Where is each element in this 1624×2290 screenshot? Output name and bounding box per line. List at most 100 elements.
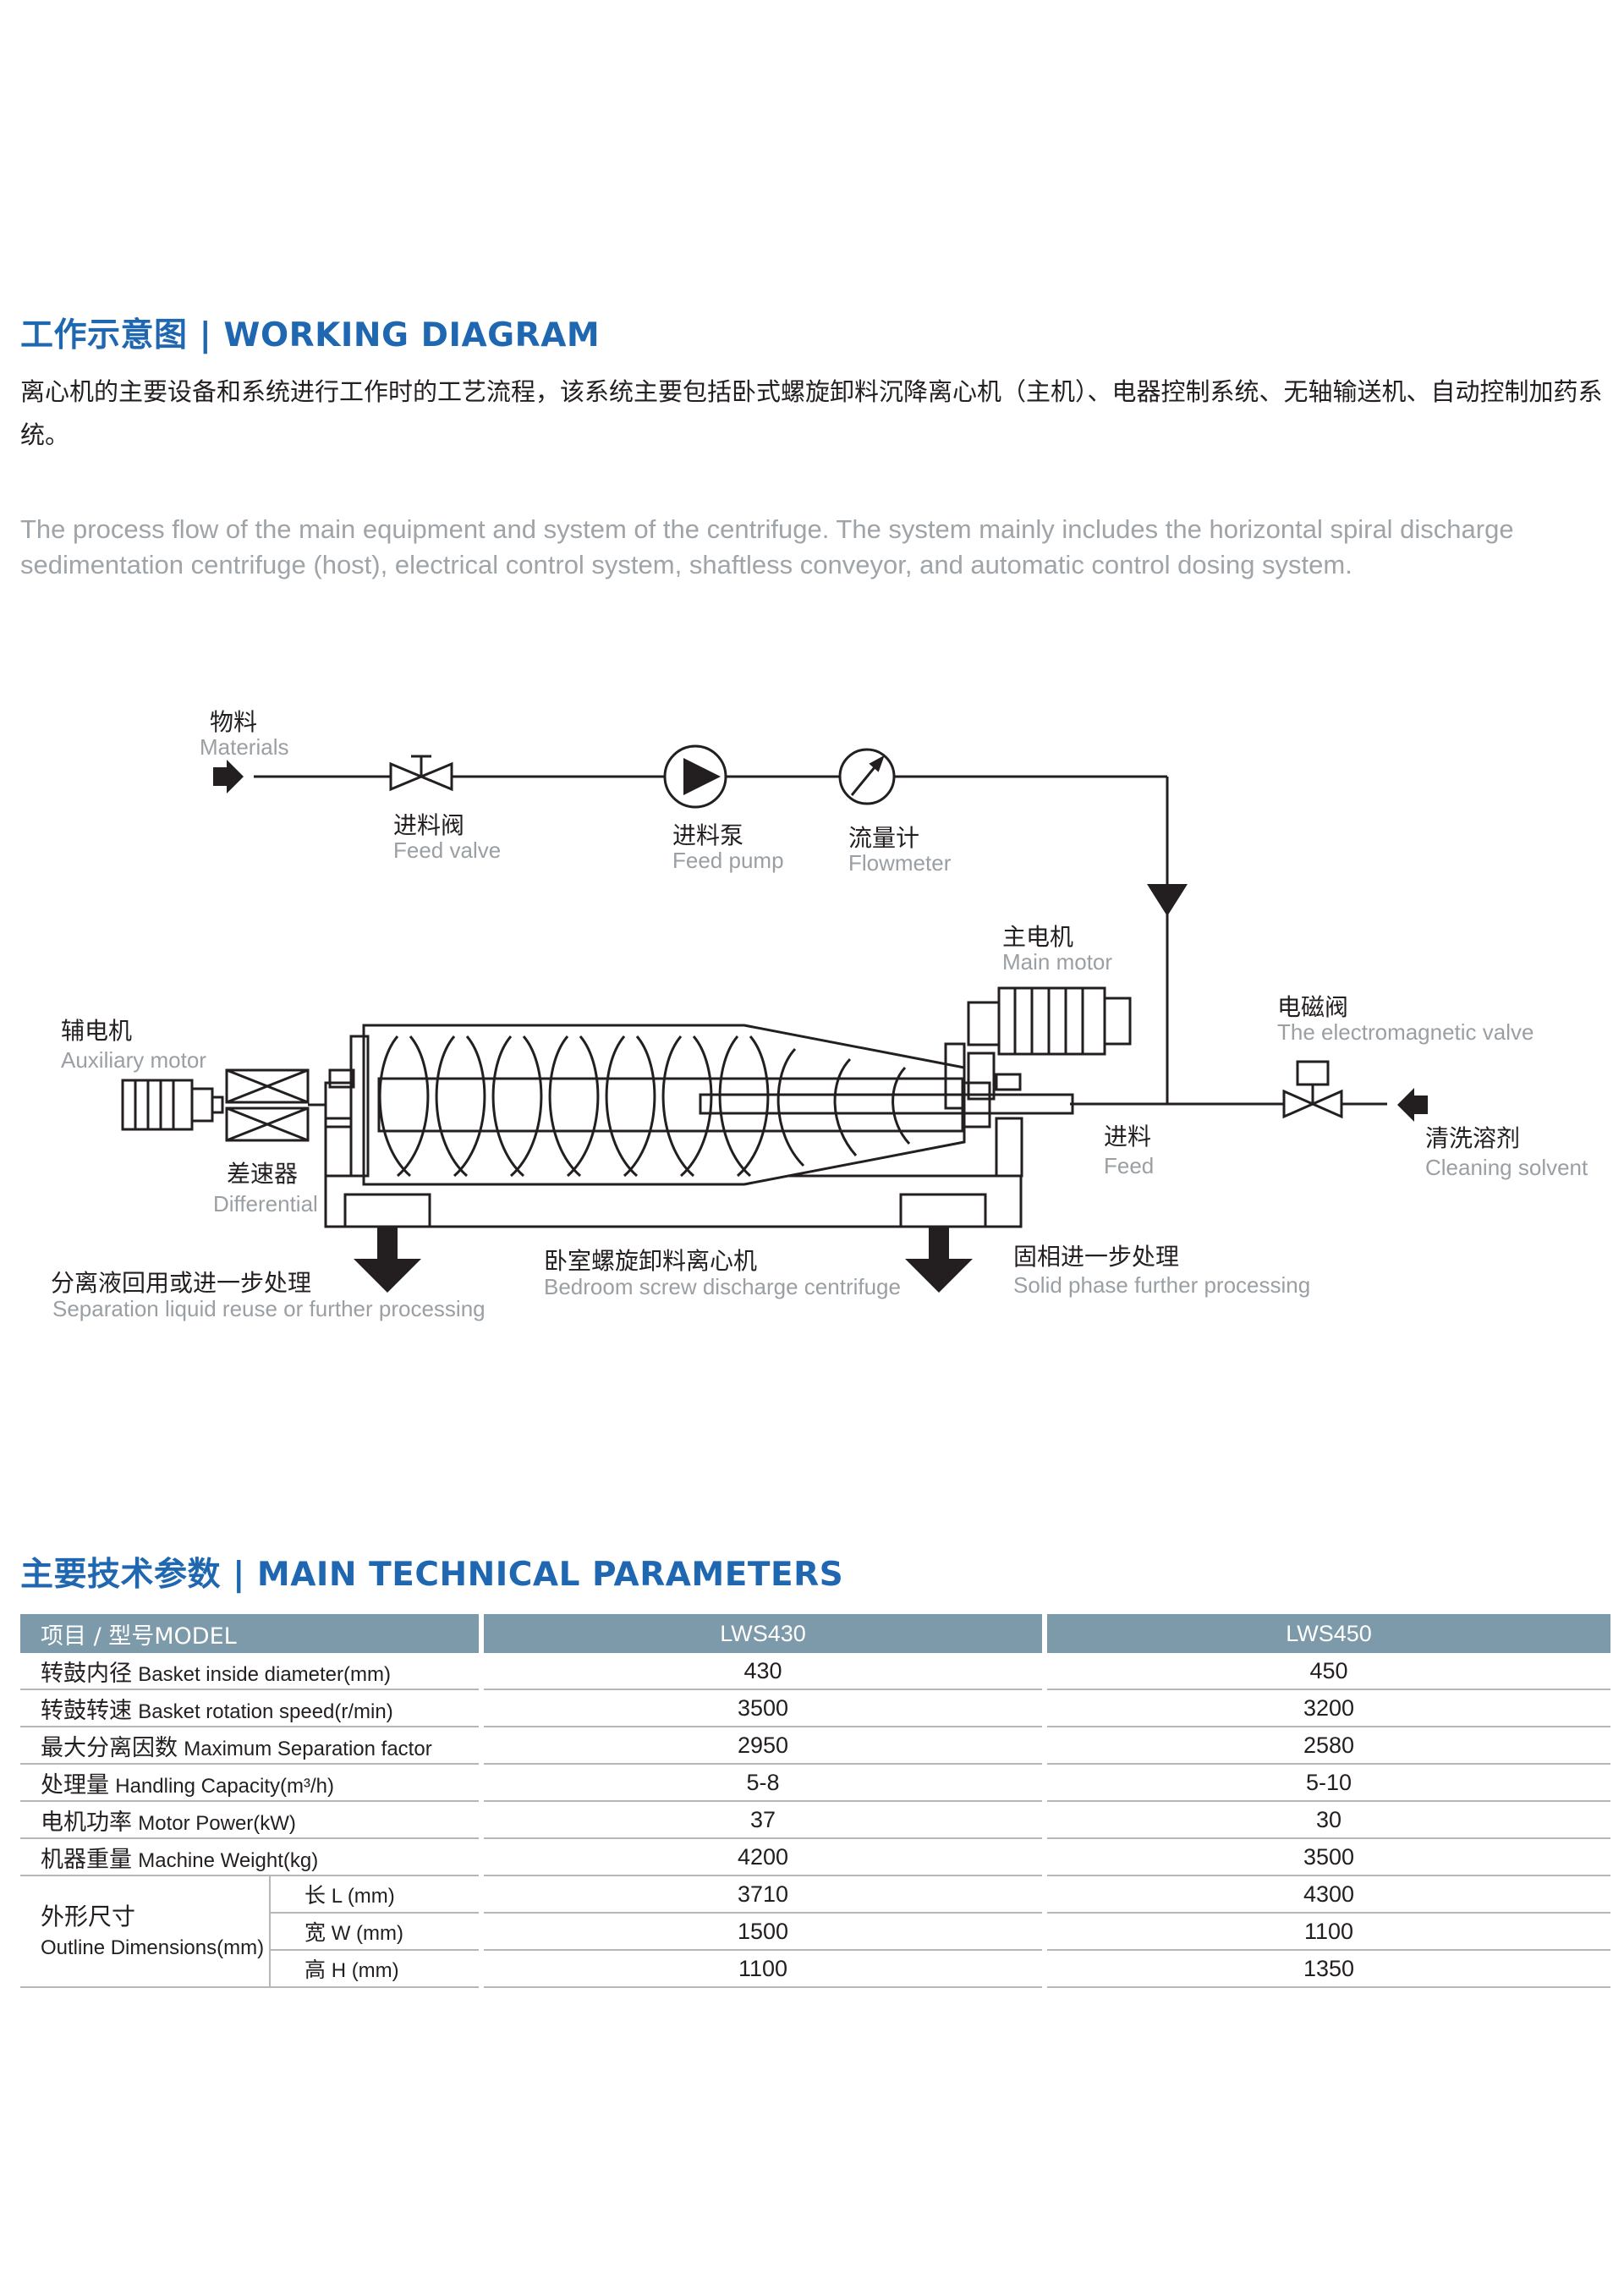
label-separation-en: Separation liquid reuse or further proce… xyxy=(52,1296,486,1321)
working-diagram-title: 工作示意图 | WORKING DIAGRAM xyxy=(20,309,600,356)
process-diagram: 物料 Materials 进料阀 Feed valve 进料泵 Feed pum… xyxy=(51,708,1588,1321)
table-row: 机器重量 Machine Weight(kg) 4200 3500 xyxy=(20,1838,1611,1876)
row-value-b: 30 xyxy=(1042,1801,1611,1839)
dimension-sub-label-en: W (mm) xyxy=(331,1922,403,1945)
working-diagram-title-en: WORKING DIAGRAM xyxy=(223,316,601,354)
separation-liquid-down-arrow-icon xyxy=(354,1227,421,1293)
table-row: 处理量 Handling Capacity(m³/h) 5-8 5-10 xyxy=(20,1764,1611,1802)
label-cleaning-cn: 清洗溶剂 xyxy=(1425,1124,1520,1152)
parameters-title-en: MAIN TECHNICAL PARAMETERS xyxy=(256,1556,844,1594)
label-differential-en: Differential xyxy=(213,1191,318,1216)
label-main-motor-cn: 主电机 xyxy=(1002,923,1073,951)
row-label-en: Motor Power(kW) xyxy=(138,1811,296,1835)
row-value-b: 3500 xyxy=(1042,1838,1611,1876)
label-flowmeter-en: Flowmeter xyxy=(848,850,952,876)
table-row: 电机功率 Motor Power(kW) 37 30 xyxy=(20,1801,1611,1839)
working-diagram-title-cn: 工作示意图 xyxy=(20,316,188,354)
dimension-sub-label: 宽 W (mm) xyxy=(268,1913,482,1951)
intro-text-en: The process flow of the main equipment a… xyxy=(20,514,1514,579)
row-value-a: 1100 xyxy=(479,1950,1045,1988)
row-value-a: 3710 xyxy=(479,1875,1045,1914)
row-label-cn: 机器重量 xyxy=(41,1846,132,1873)
label-cleaning-en: Cleaning solvent xyxy=(1425,1155,1588,1180)
title-separator: | xyxy=(199,316,212,354)
row-value-a: 3500 xyxy=(479,1689,1045,1727)
header-model-a: LWS430 xyxy=(479,1614,1045,1653)
dimension-sub-label-en: H (mm) xyxy=(331,1959,399,1982)
label-materials-cn: 物料 xyxy=(210,708,257,736)
row-label-en: Machine Weight(kg) xyxy=(138,1848,319,1872)
row-value-a: 430 xyxy=(479,1653,1045,1690)
electromagnetic-valve-icon xyxy=(1282,1060,1343,1119)
auxiliary-motor-icon xyxy=(121,1079,224,1131)
row-value-b: 1100 xyxy=(1042,1913,1611,1951)
differential-icon xyxy=(225,1068,326,1142)
row-label: 转鼓转速 Basket rotation speed(r/min) xyxy=(20,1689,482,1727)
main-motor-icon xyxy=(967,986,1132,1056)
screw-flights xyxy=(378,1035,911,1178)
label-feed-valve-cn: 进料阀 xyxy=(393,811,464,839)
dimension-sub-label-en: L (mm) xyxy=(331,1885,395,1908)
feed-valve-icon xyxy=(389,755,453,792)
row-label-en: Basket rotation speed(r/min) xyxy=(138,1700,393,1723)
header-model-b: LWS450 xyxy=(1042,1614,1611,1653)
row-value-a: 4200 xyxy=(479,1838,1045,1876)
label-main-motor-en: Main motor xyxy=(1002,949,1112,975)
label-feed-pump-en: Feed pump xyxy=(672,848,784,873)
feed-down-arrow-icon xyxy=(1147,884,1188,916)
parameters-title: 主要技术参数 | MAIN TECHNICAL PARAMETERS xyxy=(20,1548,843,1595)
row-value-b: 4300 xyxy=(1042,1875,1611,1914)
dimensions-label: 外形尺寸 Outline Dimensions(mm) xyxy=(20,1875,270,1988)
dimensions-label-en: Outline Dimensions(mm) xyxy=(41,1936,265,1959)
feed-pump-icon xyxy=(663,744,727,809)
intro-text-cn: 离心机的主要设备和系统进行工作时的工艺流程，该系统主要包括卧式螺旋卸料沉降离心机… xyxy=(20,377,1603,449)
label-flowmeter-cn: 流量计 xyxy=(848,824,919,852)
row-value-a: 37 xyxy=(479,1801,1045,1839)
label-feed-valve-en: Feed valve xyxy=(393,837,501,863)
flowmeter-icon xyxy=(838,748,896,805)
row-label-cn: 转鼓转速 xyxy=(41,1697,132,1724)
row-value-b: 450 xyxy=(1042,1653,1611,1690)
label-solid-en: Solid phase further processing xyxy=(1013,1272,1310,1298)
row-label-cn: 电机功率 xyxy=(41,1809,132,1836)
table-row-dimensions: 宽 W (mm) 1500 1100 xyxy=(20,1913,1611,1951)
table-row: 转鼓内径 Basket inside diameter(mm) 430 450 xyxy=(20,1653,1611,1690)
table-row: 转鼓转速 Basket rotation speed(r/min) 3500 3… xyxy=(20,1689,1611,1727)
dimension-sub-label-cn: 高 xyxy=(304,1958,326,1982)
label-solid-cn: 固相进一步处理 xyxy=(1013,1243,1179,1271)
row-label: 机器重量 Machine Weight(kg) xyxy=(20,1838,482,1876)
parameters-table: 项目 / 型号MODEL LWS430 LWS450 转鼓内径 Basket i… xyxy=(20,1614,1611,1988)
table-header-row: 项目 / 型号MODEL LWS430 LWS450 xyxy=(20,1614,1611,1653)
row-value-a: 1500 xyxy=(479,1913,1045,1951)
table-row-dimensions: 外形尺寸 Outline Dimensions(mm) 长 L (mm) 3710… xyxy=(20,1875,1611,1988)
label-materials-en: Materials xyxy=(200,734,288,760)
row-label-cn: 处理量 xyxy=(41,1771,109,1799)
parameters-title-cn: 主要技术参数 xyxy=(20,1556,222,1594)
label-aux-motor-en: Auxiliary motor xyxy=(61,1047,206,1073)
label-centrifuge-cn: 卧室螺旋卸料离心机 xyxy=(544,1247,757,1275)
cleaning-solvent-arrow-icon xyxy=(1397,1088,1428,1122)
header-item-model: 项目 / 型号MODEL xyxy=(20,1614,482,1653)
row-value-b: 5-10 xyxy=(1042,1764,1611,1802)
table-row: 最大分离因数 Maximum Separation factor 2950 25… xyxy=(20,1727,1611,1765)
materials-arrow-icon xyxy=(213,760,244,794)
row-label-en: Basket inside diameter(mm) xyxy=(138,1662,391,1686)
row-value-b: 1350 xyxy=(1042,1950,1611,1988)
dimension-sub-label: 长 L (mm) xyxy=(268,1875,482,1914)
dimensions-label-cn: 外形尺寸 xyxy=(41,1903,136,1930)
dimension-sub-label-cn: 长 xyxy=(304,1883,326,1908)
dimension-sub-label-cn: 宽 xyxy=(304,1920,326,1945)
label-centrifuge-en: Bedroom screw discharge centrifuge xyxy=(544,1274,901,1299)
label-differential-cn: 差速器 xyxy=(227,1160,298,1188)
row-label: 电机功率 Motor Power(kW) xyxy=(20,1801,482,1839)
title-separator: | xyxy=(233,1556,245,1594)
dimension-sub-label: 高 H (mm) xyxy=(268,1950,482,1988)
row-label: 处理量 Handling Capacity(m³/h) xyxy=(20,1764,482,1802)
label-em-valve-cn: 电磁阀 xyxy=(1277,993,1348,1021)
label-feed-pump-cn: 进料泵 xyxy=(672,821,743,849)
row-value-a: 5-8 xyxy=(479,1764,1045,1802)
label-separation-cn: 分离液回用或进一步处理 xyxy=(51,1269,311,1297)
solid-phase-down-arrow-icon xyxy=(905,1227,973,1293)
row-label: 转鼓内径 Basket inside diameter(mm) xyxy=(20,1653,482,1690)
row-label: 最大分离因数 Maximum Separation factor xyxy=(20,1727,482,1765)
